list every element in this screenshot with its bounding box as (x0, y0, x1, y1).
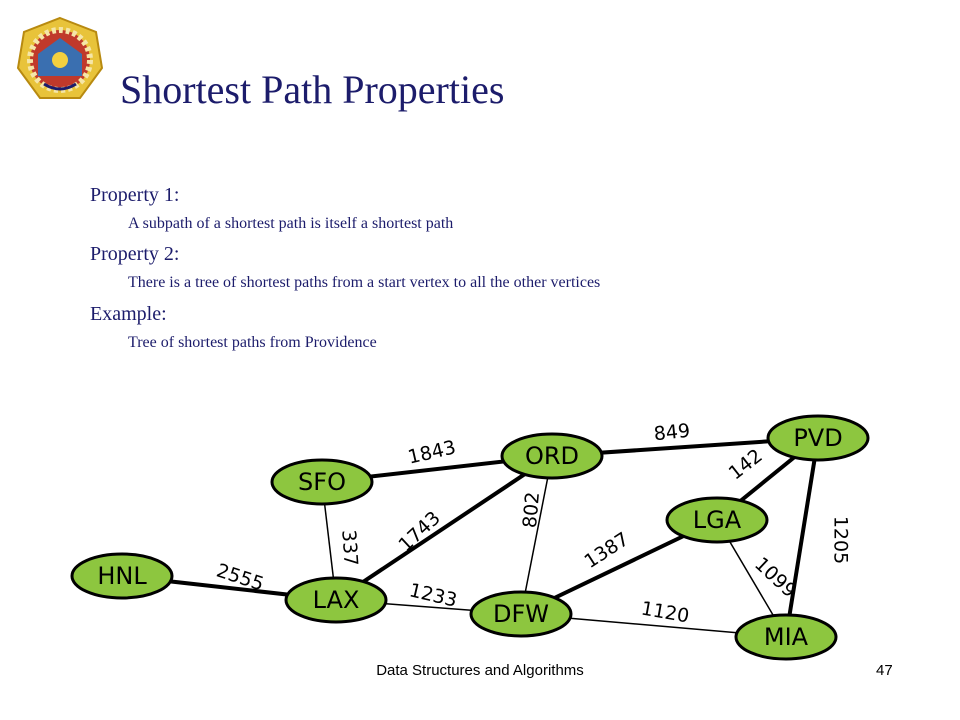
node-label: ORD (525, 442, 579, 470)
node-pvd: PVD (766, 414, 870, 462)
edge-weight-label: 337 (337, 529, 361, 567)
property-1-heading: Property 1: (90, 184, 180, 206)
node-shape (665, 496, 769, 544)
edge-pvd-mia (784, 437, 820, 638)
institute-logo (16, 16, 104, 99)
properties-list: Property 1: A subpath of a shortest path… (90, 184, 601, 351)
node-label: HNL (97, 562, 147, 590)
edge-weight-label: 849 (653, 420, 691, 446)
node-shape (469, 590, 573, 638)
example-text: Tree of shortest paths from Providence (128, 334, 377, 351)
node-mia: MIA (734, 613, 838, 661)
property-2-text: There is a tree of shortest paths from a… (128, 274, 601, 291)
node-shape (270, 458, 374, 506)
node-shape (766, 414, 870, 462)
page-number: 47 (876, 662, 893, 679)
node-hnl: HNL (70, 552, 174, 600)
node-label: LAX (313, 586, 360, 614)
property-1-text: A subpath of a shortest path is itself a… (128, 215, 454, 232)
node-dfw: DFW (469, 590, 573, 638)
node-label: SFO (298, 468, 346, 496)
edge-ord-dfw (520, 455, 553, 615)
node-label: PVD (793, 424, 842, 452)
node-ord: ORD (500, 432, 604, 480)
node-label: LGA (693, 506, 742, 534)
node-shape (70, 552, 174, 600)
node-lax: LAX (284, 576, 388, 624)
edge-weight-label: 1120 (639, 597, 690, 627)
example-heading: Example: (90, 303, 167, 325)
property-2-heading: Property 2: (90, 243, 180, 265)
slide-title: Shortest Path Properties (120, 67, 505, 112)
node-sfo: SFO (270, 458, 374, 506)
edge-weight-label: 802 (519, 491, 544, 529)
edge-ord-lax (334, 454, 554, 602)
node-shape (284, 576, 388, 624)
node-shape (734, 613, 838, 661)
edge-weight-label: 1205 (830, 516, 852, 564)
node-label: DFW (493, 600, 549, 628)
node-lga: LGA (665, 496, 769, 544)
node-label: MIA (764, 623, 809, 651)
node-shape (500, 432, 604, 480)
edge-weight-label: 142 (725, 445, 767, 485)
edge-weight-label: 1843 (406, 436, 458, 468)
footer-text: Data Structures and Algorithms (376, 662, 584, 679)
